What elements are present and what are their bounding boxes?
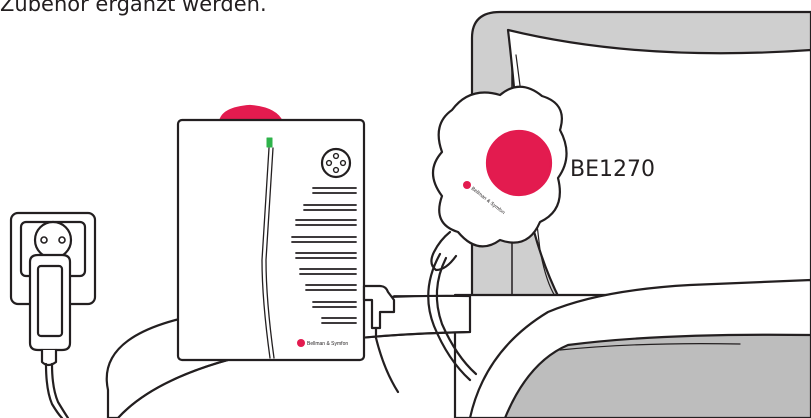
brand-dot-vibrator (463, 181, 471, 189)
brand-logo-receiver: Bellman & Symfon (307, 341, 348, 347)
status-led (267, 138, 272, 147)
connector-cable (376, 338, 398, 392)
model-label-be1270: BE1270 (570, 157, 655, 183)
vibrator-red-disc (487, 131, 551, 195)
brand-dot-receiver (297, 339, 305, 347)
